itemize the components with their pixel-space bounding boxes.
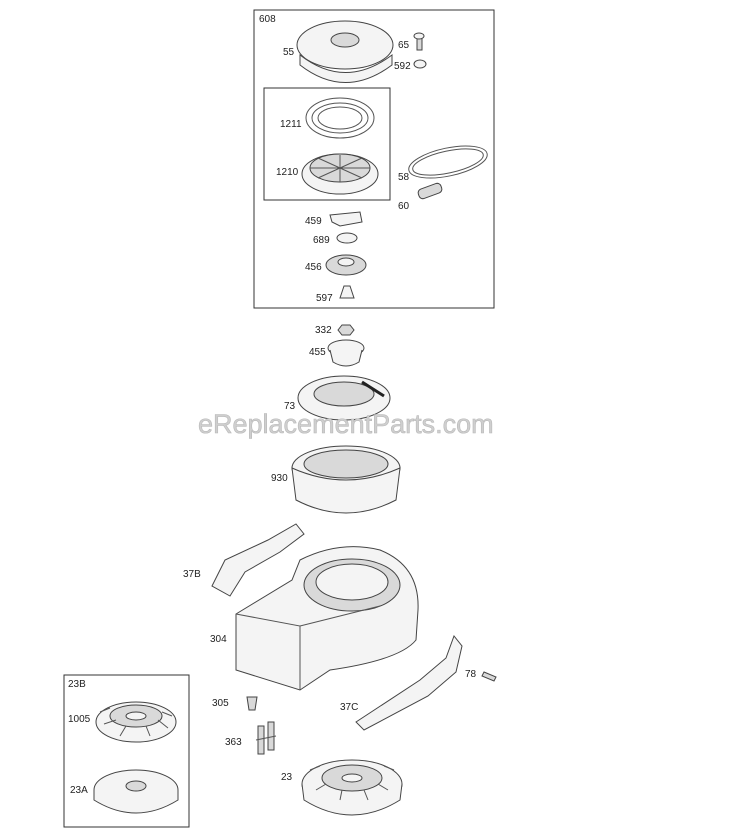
label-304: 304 (210, 634, 227, 645)
kit-box-608 (253, 9, 495, 309)
part-455-cup (327, 339, 365, 367)
part-37C-baffle (355, 634, 463, 731)
part-60-handle (417, 182, 443, 200)
part-332-nut (337, 324, 355, 336)
part-58-starter-rope (408, 145, 488, 179)
kit-box-23B (63, 674, 190, 828)
label-23: 23 (281, 772, 293, 783)
label-37C: 37C (340, 702, 358, 713)
label-73: 73 (284, 401, 296, 412)
part-459-pawl (329, 211, 363, 227)
part-1210-pulley (301, 153, 379, 195)
part-305-screw (246, 696, 258, 711)
label-55: 55 (283, 47, 295, 58)
part-73-screen (297, 375, 391, 421)
part-689-spring (336, 232, 358, 244)
label-1005: 1005 (68, 714, 91, 725)
label-23A: 23A (70, 785, 88, 796)
part-37B-baffle (211, 523, 305, 597)
watermark-text: eReplacementParts.com (198, 409, 494, 439)
part-1211-spring (305, 97, 375, 139)
label-23B: 23B (68, 679, 86, 690)
label-608: 608 (259, 14, 276, 25)
part-597-screw (339, 285, 355, 299)
label-60: 60 (398, 201, 410, 212)
part-65-screw (413, 32, 425, 51)
label-332: 332 (315, 325, 332, 336)
label-363: 363 (225, 737, 242, 748)
label-58: 58 (398, 172, 410, 183)
label-305: 305 (212, 698, 229, 709)
part-456-retainer (325, 254, 367, 276)
label-1210: 1210 (276, 167, 299, 178)
label-456: 456 (305, 262, 322, 273)
kit-box-1210-1211 (263, 87, 391, 201)
label-689: 689 (313, 235, 330, 246)
label-455: 455 (309, 347, 326, 358)
part-592-washer (413, 59, 427, 69)
label-592: 592 (394, 61, 411, 72)
label-1211: 1211 (280, 119, 302, 130)
part-1005-fan (95, 701, 177, 743)
part-23A-flywheel (93, 769, 179, 814)
part-363-bracket (255, 721, 277, 755)
part-23-flywheel (301, 759, 403, 816)
part-55-starter-housing (296, 20, 394, 83)
label-65: 65 (398, 40, 410, 51)
part-78-screw (481, 671, 497, 682)
label-597: 597 (316, 293, 333, 304)
part-930-guard (291, 445, 401, 514)
part-304-blower-housing (235, 546, 419, 691)
label-459: 459 (305, 216, 322, 227)
label-37B: 37B (183, 569, 201, 580)
label-78: 78 (465, 669, 477, 680)
label-930: 930 (271, 473, 288, 484)
